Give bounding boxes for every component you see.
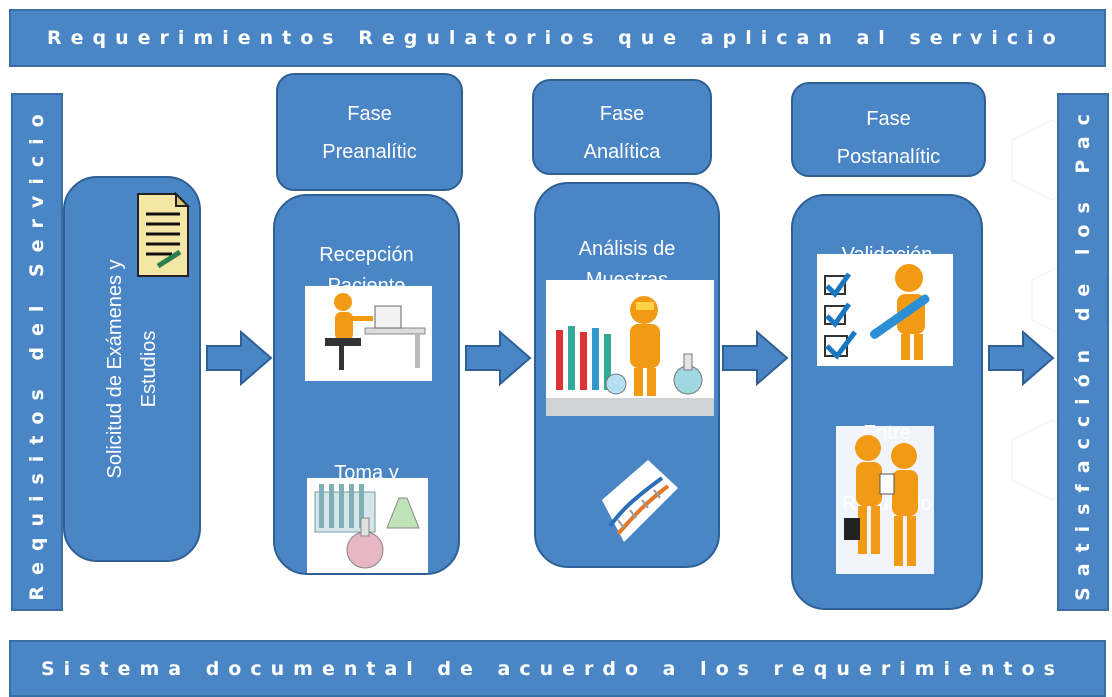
phase-3-line-1: Fase — [866, 108, 911, 130]
lab-worker-icon — [546, 296, 714, 416]
phase-1-line-1: Fase — [347, 103, 392, 125]
desk-figure-icon — [325, 293, 426, 370]
test-tubes-icon — [314, 484, 420, 569]
phase-preanalytic: Fase Preanalític — [276, 73, 463, 191]
delivery-illustration — [836, 426, 934, 574]
two-figures-icon — [836, 426, 934, 574]
pre-title-line-1: Recepción — [319, 244, 414, 266]
sample-collection-illustration — [307, 478, 428, 573]
column-postanalytic: Validación Entre Resultado — [791, 194, 983, 610]
dna-icon — [602, 460, 678, 542]
reception-illustration — [305, 286, 432, 381]
request-line-2: Estudios — [138, 330, 160, 408]
column-analytic: Análisis de Muestras — [534, 182, 720, 568]
flow-arrow-1 — [206, 330, 273, 386]
request-line-1: Solicitud de Exámenes y — [104, 259, 126, 479]
header-bar: Requerimientos Regulatorios que aplican … — [9, 9, 1106, 67]
document-icon — [137, 192, 190, 277]
header-text: Requerimientos Regulatorios que aplican … — [47, 27, 1065, 49]
right-side-bar: Satisfacción de los Pac — [1057, 93, 1109, 611]
flow-arrow-2 — [465, 330, 532, 386]
dna-illustration — [582, 460, 678, 542]
phase-analytic: Fase Analítica — [532, 79, 712, 175]
ana-title-line-1: Análisis de — [578, 238, 676, 260]
checklist-figure-icon — [824, 264, 930, 360]
footer-text: Sistema documental de acuerdo a los requ… — [41, 657, 1064, 680]
flow-arrow-4 — [988, 330, 1055, 386]
left-side-text: Requisitos del Servicio — [26, 103, 48, 601]
validation-illustration — [817, 254, 953, 366]
analysis-illustration — [546, 280, 714, 416]
column-preanalytic: Recepción Paciente Toma y — [273, 194, 460, 575]
phase-3-line-2: Postanalític — [836, 146, 941, 168]
phase-1-line-2: Preanalític — [322, 141, 417, 163]
phase-2-line-1: Fase — [599, 103, 645, 125]
footer-bar: Sistema documental de acuerdo a los requ… — [9, 640, 1106, 697]
right-side-text: Satisfacción de los Pac — [1072, 103, 1094, 601]
phase-postanalytic: Fase Postanalític — [791, 82, 986, 177]
flow-arrow-3 — [722, 330, 789, 386]
request-box-text: Solicitud de Exámenes y Estudios — [98, 259, 166, 478]
left-side-bar: Requisitos del Servicio — [11, 93, 63, 611]
phase-2-line-2: Analítica — [583, 141, 661, 163]
